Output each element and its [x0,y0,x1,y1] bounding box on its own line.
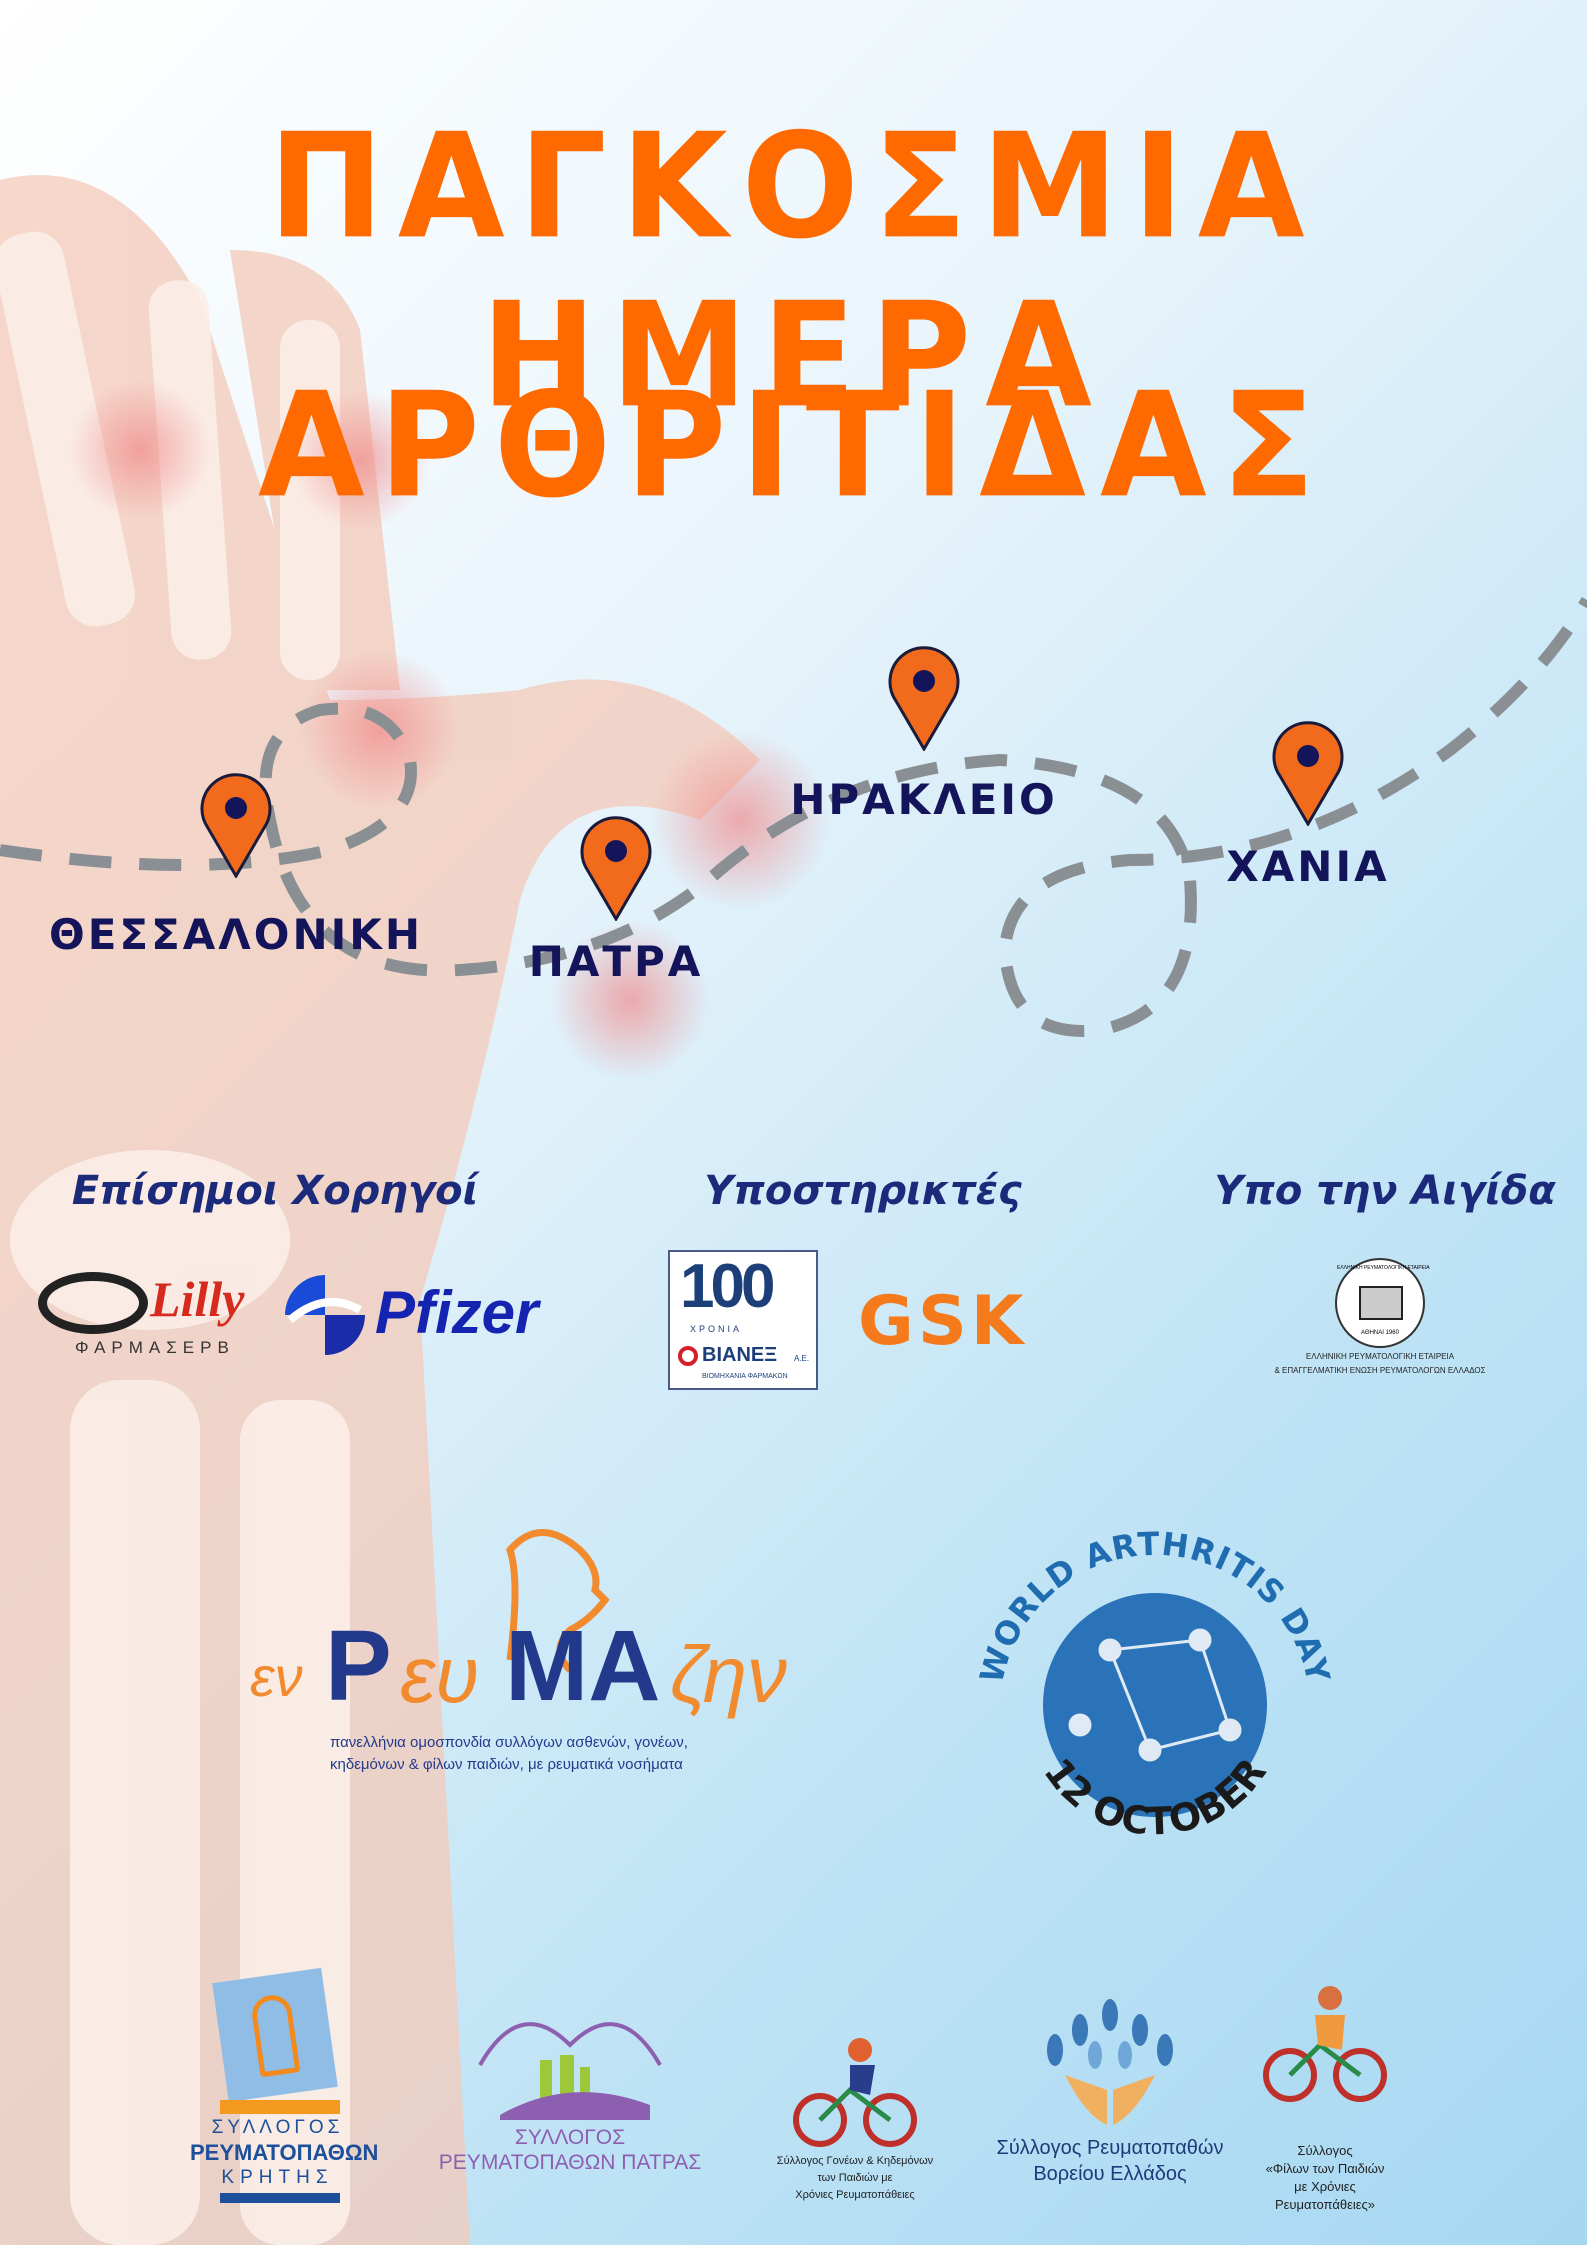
city-patra: ΠΑΤΡΑ [528,937,704,986]
vianex-years: 100 [680,1252,775,1321]
ere-name-line-1: ΕΛΛΗΝΙΚΗ ΡΕΥΜΑΤΟΛΟΓΙΚΗ ΕΤΑΙΡΕΙΑ [1305,1352,1455,1361]
city-chania: ΧΑΝΙΑ [1226,842,1390,891]
reumazin-subtitle-line-2: κηδεμόνων & φίλων παιδιών, με ρευματικά … [330,1756,683,1773]
reumazin-subtitle-line-1: πανελλήνια ομοσπονδία συλλόγων ασθενών, … [330,1734,688,1751]
name-line: των Παιδιών με [817,2172,893,2184]
heading-sponsors: Επίσημοι Χορηγοί [71,1168,479,1214]
name-line: ΡΕΥΜΑΤΟΠΑΘΩΝ ΠΑΤΡΑΣ [438,2151,702,2174]
vianex-suffix: Α.Ε. [794,1354,810,1363]
name-line: «Φίλων των Παιδιών [1265,2161,1385,2176]
association-patras-name: ΣΥΛΛΟΓΟΣ ΡΕΥΜΑΤΟΠΑΘΩΝ ΠΑΤΡΑΣ [420,2125,720,2175]
heading-auspices: Υπο την Αιγίδα [1214,1168,1556,1214]
map-pin-icon [580,816,652,921]
name-line: ΚΡΗΤΗΣ [221,2167,334,2188]
child-bicycle-icon [793,2038,917,2147]
city-heraklion: ΗΡΑΚΛΕΙΟ [790,775,1058,824]
map-pin-icon [200,773,272,878]
name-line: με Χρόνιες [1294,2179,1356,2194]
map-pin-icon [1272,721,1344,826]
blue-bar [220,2193,340,2203]
bridge-family-icon [478,2022,662,2120]
association-north-greece-name: Σύλλογος Ρευματοπαθών Βορείου Ελλάδος [980,2135,1240,2187]
pfizer-logo: Pfizer [280,1270,540,1360]
name-line: ΣΥΛΛΟΓΟΣ [514,2126,626,2149]
association-friends-logo: Σύλλογος «Φίλων των Παιδιών με Χρόνιες Ρ… [1240,1980,1410,2220]
name-line: Σύλλογος Γονέων & Κηδεμόνων [776,2155,934,2167]
tree-hands-icon [1047,1999,1173,2125]
reumazin-logo: εν P ευ MA ζην πανελλήνια ομοσπονδία συλ… [250,1520,830,1800]
seal-year: ΑΘΗΝΑΙ 1960 [1361,1330,1399,1336]
child-bicycle-icon [1263,1986,1387,2102]
name-line: ΣΥΛΛΟΓΟΣ [211,2117,344,2138]
farmaserv-lilly-logo: Lilly ΦΑΡΜΑΣΕΡΒ [30,1270,270,1360]
name-line: Σύλλογος [1297,2143,1353,2158]
association-crete-name: ΣΥΛΛΟΓΟΣ ΡΕΥΜΑΤΟΠΑΘΩΝ ΚΡΗΤΗΣ [190,2115,379,2190]
reumazin-p: P [325,1610,392,1722]
vianex-emblem-icon [678,1346,698,1366]
lilly-wordmark: Lilly [150,1271,245,1327]
city-thessaloniki: ΘΕΣΣΑΛΟΝΙΚΗ [49,910,423,959]
gsk-logo: GSK [858,1282,1028,1361]
world-arthritis-day-logo: WORLD ARTHRITIS DAY 12 OCTOBER [972,1525,1336,1844]
farmaserv-wordmark: ΦΑΡΜΑΣΕΡΒ [75,1338,235,1357]
vianex-subtitle: ΒΙΟΜΗΧΑΝΙΑ ΦΑΡΜΑΚΩΝ [702,1373,788,1380]
head-outline-icon [506,1529,610,1673]
dashed-route-line [0,596,1587,1037]
reumazin-ma: MA [505,1610,661,1722]
vianex-logo: 100 ΧΡΟΝΙΑ ΒΙΑΝΕΞ Α.Ε. ΒΙΟΜΗΧΑΝΙΑ ΦΑΡΜΑΚ… [668,1250,818,1390]
farmaserv-emblem-icon [38,1272,148,1334]
name-line: ΡΕΥΜΑΤΟΠΑΘΩΝ [190,2140,379,2165]
map-pin-icon [888,646,960,751]
heading-supporters: Υποστηρικτές [704,1168,1022,1214]
association-crete-logo: ΣΥΛΛΟΓΟΣ ΡΕΥΜΑΤΟΠΑΘΩΝ ΚΡΗΤΗΣ [190,1967,379,2225]
name-line: Ρευματοπάθειες» [1274,2197,1376,2212]
reumazin-en: εν [250,1645,303,1708]
association-north-greece-logo: Σύλλογος Ρευματοπαθών Βορείου Ελλάδος [980,1995,1240,2205]
orange-bar [220,2100,340,2114]
reumazin-zin: ζην [670,1630,787,1719]
seal-text: ΕΛΛΗΝΙΚΗ ΡΕΥΜΑΤΟΛΟΓΙΚΗ ΕΤΑΙΡΕΙΑ [1337,1265,1430,1271]
vianex-years-label: ΧΡΟΝΙΑ [690,1324,743,1334]
people-network-icon [1068,1628,1242,1762]
pfizer-emblem-icon [285,1275,365,1355]
title-line-1: ΠΑΓΚΟΣΜΙΑ ΗΜΕΡΑ [268,101,1319,441]
name-line: Σύλλογος Ρευματοπαθών [996,2137,1224,2159]
name-line: Βορείου Ελλάδος [1033,2163,1187,2185]
association-parents-name: Σύλλογος Γονέων & Κηδεμόνων των Παιδιών … [750,2153,960,2204]
pfizer-wordmark: Pfizer [375,1279,539,1346]
title-line-2: ΑΡΘΡΙΤΙΔΑΣ [257,360,1330,531]
ere-name-line-2: & ΕΠΑΓΓΕΛΜΑΤΙΚΗ ΕΝΩΣΗ ΡΕΥΜΑΤΟΛΟΓΩΝ ΕΛΛΑΔ… [1274,1366,1486,1375]
association-parents-logo: Σύλλογος Γονέων & Κηδεμόνων των Παιδιών … [750,2030,960,2210]
reumazin-eu: ευ [400,1630,480,1719]
association-patras-logo: ΣΥΛΛΟΓΟΣ ΡΕΥΜΑΤΟΠΑΘΩΝ ΠΑΤΡΑΣ [420,2005,720,2175]
vianex-wordmark: ΒΙΑΝΕΞ [702,1344,778,1366]
ere-seal-icon: ΕΛΛΗΝΙΚΗ ΡΕΥΜΑΤΟΛΟΓΙΚΗ ΕΤΑΙΡΕΙΑ ΑΘΗΝΑΙ 1… [1335,1258,1430,1348]
runner-icon [212,1967,338,2103]
association-friends-name: Σύλλογος «Φίλων των Παιδιών με Χρόνιες Ρ… [1240,2142,1410,2214]
reumazin-subtitle: πανελλήνια ομοσπονδία συλλόγων ασθενών, … [330,1732,688,1776]
seal-building-icon [1359,1286,1403,1320]
name-line: Χρόνιες Ρευματοπάθειες [795,2189,915,2201]
